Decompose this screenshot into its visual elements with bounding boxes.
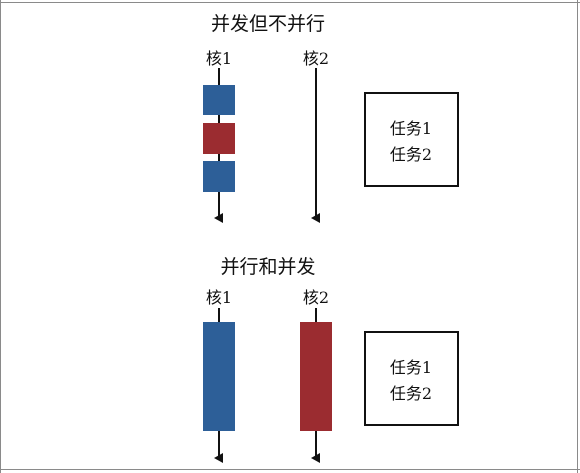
- left-border: [0, 0, 1, 473]
- right-border: [577, 0, 578, 473]
- legend-task1-label: 任务1: [390, 119, 432, 138]
- task2-block: [300, 322, 332, 431]
- legend-task1-label: 任务1: [390, 358, 432, 377]
- section-title: 并行和并发: [220, 256, 315, 278]
- top-border: [0, 2, 580, 3]
- bottom-border: [0, 469, 580, 470]
- section-concurrent-not-parallel: 并发但不并行 核1 核2 任务1 任务2: [203, 13, 459, 223]
- task1-slice: [203, 161, 235, 192]
- task-legend-box: [364, 331, 459, 426]
- task-legend-box: [364, 92, 459, 187]
- task1-slice: [203, 85, 235, 115]
- core1-label: 核1: [206, 49, 232, 68]
- core2-label: 核2: [303, 288, 329, 307]
- legend-task2-label: 任务2: [390, 145, 432, 164]
- task2-slice: [203, 123, 235, 154]
- core2-label: 核2: [303, 49, 329, 68]
- task1-block: [203, 322, 235, 431]
- legend-task2-label: 任务2: [390, 384, 432, 403]
- core1-label: 核1: [206, 288, 232, 307]
- section-parallel-and-concurrent: 并行和并发 核1 核2 任务1 任务2: [203, 256, 459, 463]
- section-title: 并发但不并行: [211, 13, 325, 35]
